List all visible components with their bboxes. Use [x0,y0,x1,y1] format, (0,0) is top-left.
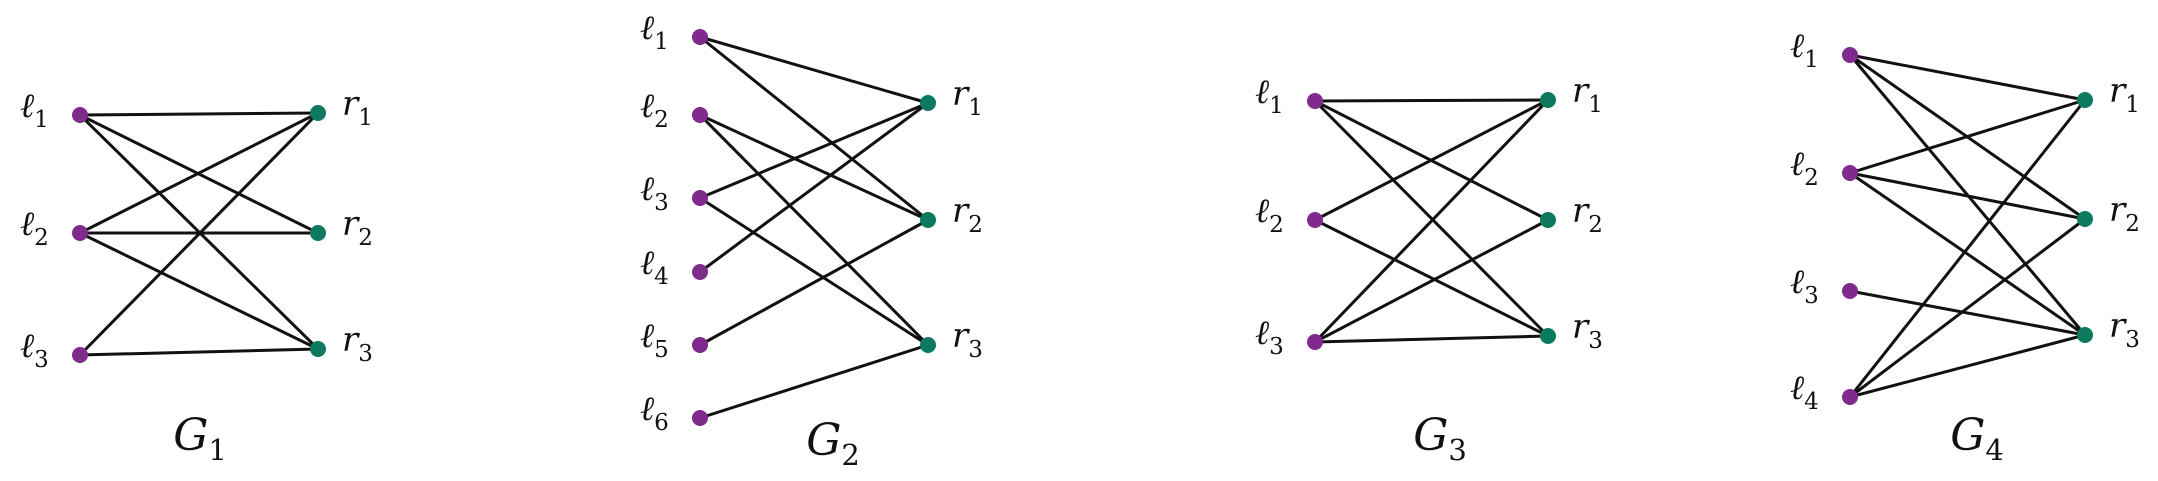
right-vertex-label-2: r2 [2109,190,2140,237]
edge-l6-r3 [699,343,929,420]
right-vertex-label-1: r1 [2109,71,2140,118]
edge-l4-r3 [1849,333,2086,399]
edge-l1-r2 [699,35,929,222]
left-vertex-label-3: ℓ3 [20,326,49,373]
left-vertex-2 [1307,212,1323,228]
left-vertex-1 [1842,47,1858,63]
right-vertex-3 [310,341,326,357]
right-vertex-label-3: r3 [952,316,983,363]
edge-l4-r2 [1849,217,2086,399]
edge-l2-r1 [1849,98,2086,175]
left-vertex-label-3: ℓ3 [1255,313,1284,360]
graph-title: G4 [1950,410,2004,467]
edge-l2-r3 [1849,171,2086,337]
left-vertex-1 [1307,93,1323,109]
right-vertex-1 [2077,92,2093,108]
left-vertex-4 [692,264,708,280]
edge-l1-r1 [1314,98,1549,103]
right-vertex-2 [310,225,326,241]
right-vertex-label-2: r2 [1572,191,1603,238]
edge-l3-r3 [79,347,319,357]
left-vertex-label-1: ℓ1 [640,8,669,55]
edge-l3-r3 [699,196,929,347]
left-vertex-6 [692,410,708,426]
edge-l2-r3 [698,113,930,347]
right-vertex-label-1: r1 [342,84,373,131]
left-vertex-3 [1842,283,1858,299]
right-vertex-label-2: r2 [342,204,373,251]
right-vertex-label-3: r3 [2109,306,2140,353]
edge-l2-r1 [79,111,319,235]
right-vertex-2 [2077,211,2093,227]
right-vertex-2 [920,212,936,228]
left-vertex-5 [692,337,708,353]
edge-l3-r1 [1313,98,1550,344]
edge-l3-r1 [699,101,929,200]
edge-l2-r2 [699,113,929,222]
left-vertex-label-2: ℓ2 [1790,144,1819,191]
left-vertex-4 [1842,389,1858,405]
left-vertex-label-1: ℓ1 [20,86,49,133]
left-vertex-2 [1842,165,1858,181]
graph-title: G2 [806,415,860,472]
edge-l5-r2 [699,218,929,347]
left-vertex-label-2: ℓ2 [640,86,669,133]
right-vertex-1 [1540,92,1556,108]
edge-l2-r3 [1314,218,1549,338]
edge-l1-r3 [1313,99,1550,338]
right-vertex-3 [920,337,936,353]
right-vertex-1 [920,95,936,111]
left-vertex-label-1: ℓ1 [1790,26,1819,73]
right-vertex-3 [2077,327,2093,343]
edge-l4-r1 [699,101,929,274]
edge-l2-r1 [1314,98,1549,222]
right-vertex-label-1: r1 [1572,71,1603,118]
edge-l4-r1 [1848,99,2087,398]
left-vertex-3 [692,190,708,206]
right-vertex-3 [1540,328,1556,344]
left-vertex-3 [1307,334,1323,350]
left-vertex-1 [72,107,88,123]
right-vertex-label-3: r3 [342,320,373,367]
edge-l3-r3 [1314,334,1549,344]
edge-l1-r1 [1849,53,2086,102]
edge-l3-r3 [1849,289,2086,337]
right-vertex-label-3: r3 [1572,307,1603,354]
right-vertex-2 [1540,212,1556,228]
right-vertex-label-2: r2 [952,191,983,238]
left-vertex-3 [72,347,88,363]
left-vertex-2 [692,107,708,123]
left-vertex-label-5: ℓ5 [640,316,669,363]
left-vertex-label-3: ℓ3 [1790,262,1819,309]
edge-l1-r1 [699,35,929,105]
left-vertex-label-4: ℓ4 [1790,368,1819,415]
left-vertex-label-4: ℓ4 [640,243,669,290]
left-vertex-label-1: ℓ1 [1255,72,1284,119]
edge-l2-r3 [79,231,319,351]
left-vertex-1 [692,29,708,45]
edge-l1-r1 [79,111,319,117]
edge-l2-r2 [1849,171,2086,221]
graph-title: G3 [1413,410,1467,467]
right-vertex-1 [310,105,326,121]
edge-l3-r1 [78,111,320,357]
left-vertex-label-2: ℓ2 [1255,191,1284,238]
graph-title: G1 [173,410,227,467]
left-vertex-label-2: ℓ2 [20,204,49,251]
edge-l3-r2 [1314,218,1549,344]
left-vertex-label-6: ℓ6 [640,389,669,436]
right-vertex-label-1: r1 [952,74,983,121]
left-vertex-2 [72,225,88,241]
left-vertex-label-3: ℓ3 [640,169,669,216]
